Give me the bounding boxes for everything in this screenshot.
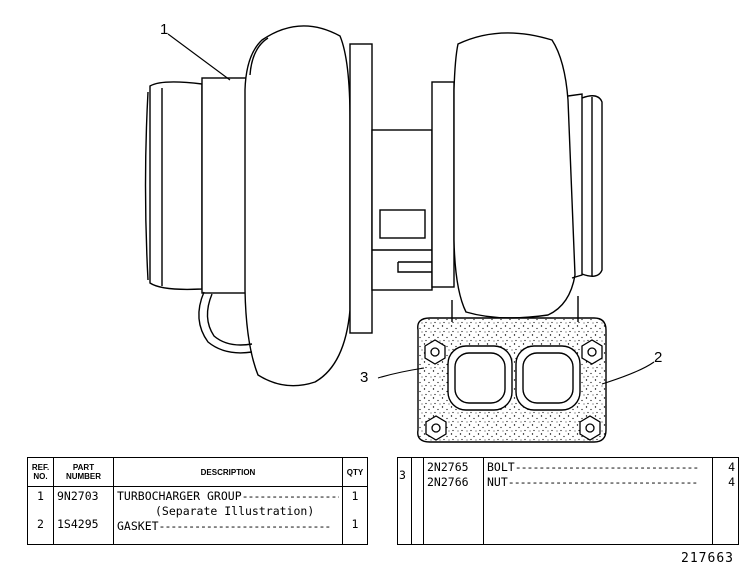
row-description: BOLT — [487, 460, 515, 474]
row-description: NUT — [487, 475, 508, 489]
figure-number: 217663 — [681, 551, 734, 566]
row-qty: 4 — [728, 475, 735, 489]
row-qty: 1 — [351, 489, 359, 503]
header-qty: QTY — [342, 457, 368, 487]
oil-drain-tube — [198, 291, 253, 354]
turbine-outlet — [567, 93, 603, 279]
row-description-sub: (Separate Illustration) — [155, 504, 315, 518]
center-housing — [371, 129, 433, 291]
bolt-nut-set — [424, 339, 603, 441]
leader-1 — [167, 33, 231, 81]
row-description: TURBOCHARGER GROUP — [117, 489, 242, 503]
callout-3: 3 — [360, 369, 369, 386]
turbocharger-illustration — [144, 25, 655, 443]
gasket — [417, 317, 607, 443]
row-qty: 4 — [728, 460, 735, 474]
row-description: GASKET — [117, 519, 159, 533]
header-ref-no: REF. NO. — [27, 457, 54, 487]
row-ref: 1 — [37, 489, 44, 503]
row-part-number: 9N2703 — [57, 489, 99, 503]
turbine-flange — [431, 81, 455, 288]
table-row: 3 2N2765 2N2766 BOLT--------------------… — [397, 457, 739, 545]
table-row: 1 2 9N2703 1S4295 TURBOCHARGER GROUP----… — [27, 486, 368, 545]
header-part-number: PART NUMBER — [53, 457, 114, 487]
row-part-number: 1S4295 — [57, 517, 99, 531]
row-ref: 3 — [399, 468, 406, 482]
leader-2 — [601, 361, 655, 385]
header-description: DESCRIPTION — [113, 457, 343, 487]
row-part-number: 2N2765 — [427, 460, 469, 474]
leader-3 — [377, 367, 425, 379]
parts-table-right: 3 2N2765 2N2766 BOLT--------------------… — [397, 457, 739, 545]
turbine-housing — [453, 32, 576, 319]
compressor-housing — [244, 25, 351, 387]
callout-1: 1 — [160, 21, 169, 38]
compressor-inlet — [144, 81, 203, 291]
row-ref: 2 — [37, 517, 44, 531]
callout-2: 2 — [654, 349, 663, 366]
compressor-flange — [349, 43, 373, 334]
parts-table-left: REF. NO. PART NUMBER DESCRIPTION QTY 1 2… — [27, 457, 368, 545]
row-part-number: 2N2766 — [427, 475, 469, 489]
row-qty: 1 — [351, 517, 359, 531]
